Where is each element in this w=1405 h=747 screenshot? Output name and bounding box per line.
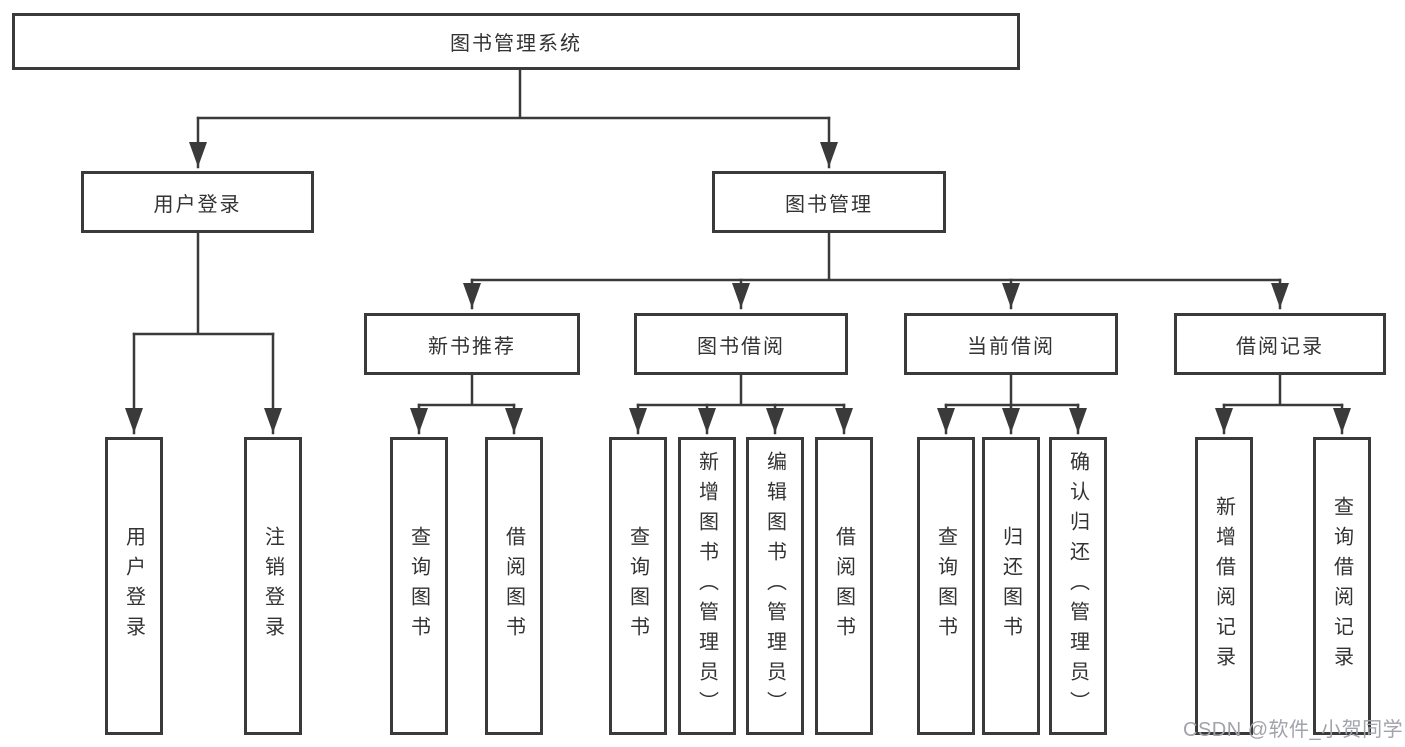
trunk-book-borrow (636, 373, 846, 407)
leaf-query-books-under-borrow: 查询图书 (609, 437, 667, 735)
leaf-label: 查询图书 (626, 526, 649, 646)
node-book-borrow: 图书借阅 (634, 313, 848, 375)
leaf-label: 借阅图书 (502, 526, 525, 646)
leaf-query-books-under-current: 查询图书 (917, 437, 975, 735)
node-user-login-label: 用户登录 (153, 193, 242, 216)
leaf-user-login-label: 用户登录 (122, 526, 145, 646)
trunk-new-book-recommend (417, 373, 516, 407)
leaf-add-borrow-record: 新增借阅记录 (1195, 437, 1253, 735)
leaf-label: 查询图书 (407, 526, 430, 646)
node-book-management-label: 图书管理 (785, 193, 873, 216)
node-borrow-records: 借阅记录 (1174, 313, 1386, 375)
node-library-system-label: 图书管理系统 (450, 33, 582, 55)
leaf-user-login: 用户登录 (105, 437, 163, 735)
node-new-book-recommend: 新书推荐 (364, 313, 580, 375)
node-new-book-recommend-label: 新书推荐 (428, 335, 516, 358)
trunk-borrow-records (1222, 373, 1344, 407)
leaf-add-books-admin: 新增图书（管理员） (678, 437, 736, 735)
leaf-logout-label: 注销登录 (261, 526, 284, 646)
leaf-label: 查询图书 (934, 526, 957, 646)
leaf-label: 查询借阅记录 (1330, 496, 1353, 676)
leaf-query-borrow-record: 查询借阅记录 (1313, 437, 1371, 735)
csdn-watermark: CSDN @软件_小贺同学 (1183, 719, 1404, 741)
leaf-label: 新增图书（管理员） (695, 451, 718, 721)
leaf-borrow-books-under-borrow: 借阅图书 (815, 437, 873, 735)
leaf-return-books: 归还图书 (982, 437, 1040, 735)
leaf-label: 新增借阅记录 (1212, 496, 1235, 676)
trunk-root (196, 68, 831, 120)
node-book-borrow-label: 图书借阅 (697, 335, 785, 358)
node-current-borrow: 当前借阅 (904, 313, 1118, 375)
leaf-query-books-under-recommend: 查询图书 (390, 437, 448, 735)
node-borrow-records-label: 借阅记录 (1236, 335, 1324, 358)
leaf-borrow-books-under-recommend: 借阅图书 (485, 437, 543, 735)
node-user-login: 用户登录 (81, 171, 314, 233)
node-book-management: 图书管理 (712, 171, 946, 233)
trunk-current-borrow (944, 373, 1080, 407)
trunk-user-login (132, 231, 275, 336)
leaf-label: 借阅图书 (832, 526, 855, 646)
leaf-label: 确认归还（管理员） (1066, 451, 1089, 721)
leaf-label: 归还图书 (999, 526, 1022, 646)
node-current-borrow-label: 当前借阅 (967, 335, 1055, 358)
leaf-edit-books-admin: 编辑图书（管理员） (746, 437, 804, 735)
leaf-logout: 注销登录 (244, 437, 302, 735)
node-library-system: 图书管理系统 (12, 13, 1020, 70)
leaf-confirm-return-admin: 确认归还（管理员） (1049, 437, 1107, 735)
leaf-label: 编辑图书（管理员） (763, 451, 786, 721)
trunk-book-management (470, 231, 1282, 282)
